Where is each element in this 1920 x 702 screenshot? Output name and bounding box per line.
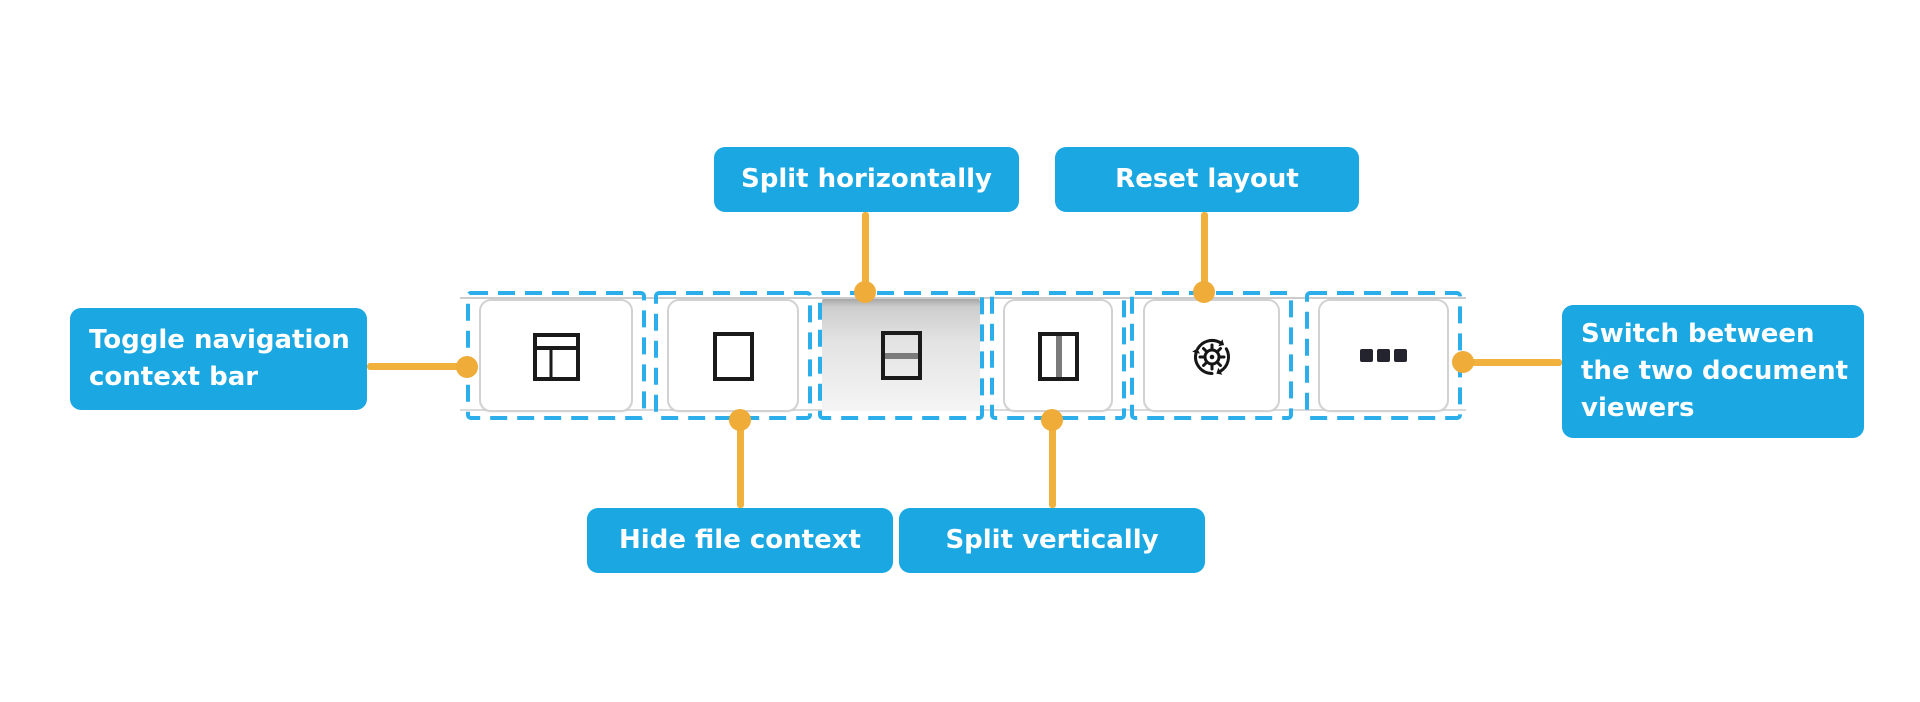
connector-dot-split-horizontal bbox=[854, 281, 876, 303]
reset-layout-icon bbox=[1191, 338, 1230, 375]
connector-line-switch-viewers bbox=[1464, 359, 1562, 366]
connector-line-reset-layout bbox=[1201, 212, 1208, 294]
split-horizontally-button[interactable] bbox=[822, 299, 980, 411]
nav-context-layout-icon bbox=[533, 332, 580, 381]
connector-line-hide-file bbox=[737, 418, 744, 508]
connector-line-split-vertical bbox=[1049, 418, 1056, 508]
connector-dot-reset-layout bbox=[1193, 281, 1215, 303]
dashed-highlight-border bbox=[654, 291, 812, 420]
callout-hide-file-context: Hide file context bbox=[587, 508, 893, 573]
annotation-box-switch-viewers bbox=[1305, 291, 1462, 420]
single-pane-icon bbox=[713, 331, 754, 381]
connector-dot-switch-viewers bbox=[1452, 351, 1474, 373]
ellipsis-icon bbox=[1359, 348, 1407, 362]
callout-text-line: Split vertically bbox=[945, 525, 1159, 555]
callout-split-horizontally: Split horizontally bbox=[714, 147, 1019, 212]
annotation-box-split-vertical bbox=[990, 291, 1126, 420]
callout-reset-layout: Reset layout bbox=[1055, 147, 1359, 212]
annotation-box-hide-file bbox=[654, 291, 812, 420]
connector-dot-toggle-nav bbox=[456, 356, 478, 378]
annotation-box-toggle-nav bbox=[466, 291, 646, 420]
hide-file-context-button[interactable] bbox=[667, 299, 799, 412]
toggle-nav-context-bar-button[interactable] bbox=[479, 299, 633, 412]
callout-text-line: the two document bbox=[1581, 356, 1849, 386]
callout-text-line: viewers bbox=[1581, 393, 1695, 423]
dashed-highlight-border bbox=[1130, 291, 1293, 420]
connector-dot-hide-file bbox=[729, 409, 751, 431]
split-vertical-icon bbox=[1038, 331, 1079, 381]
connector-dot-split-vertical bbox=[1041, 409, 1063, 431]
reset-layout-button[interactable] bbox=[1143, 299, 1280, 412]
connector-line-split-horizontal bbox=[862, 212, 869, 294]
callout-toggle-navigation: Toggle navigation context bar bbox=[70, 308, 367, 410]
dashed-highlight-border bbox=[1305, 291, 1462, 420]
callout-text-line: context bar bbox=[89, 362, 259, 392]
callout-text-line: Hide file context bbox=[619, 525, 861, 555]
switch-document-viewers-button[interactable] bbox=[1318, 299, 1449, 412]
callout-text-line: Switch between bbox=[1581, 319, 1815, 349]
split-horizontal-icon bbox=[881, 331, 922, 380]
callout-split-vertically: Split vertically bbox=[899, 508, 1205, 573]
callout-text-line: Toggle navigation bbox=[89, 325, 350, 355]
dashed-highlight-border bbox=[466, 291, 646, 420]
dashed-highlight-border bbox=[990, 291, 1126, 420]
callout-switch-viewers: Switch between the two document viewers bbox=[1562, 305, 1864, 438]
connector-line-toggle-nav bbox=[367, 363, 467, 370]
split-vertically-button[interactable] bbox=[1003, 299, 1113, 412]
dashed-highlight-border bbox=[818, 291, 984, 420]
callout-text-line: Split horizontally bbox=[741, 164, 992, 194]
callout-text-line: Reset layout bbox=[1115, 164, 1299, 194]
annotation-box-reset-layout bbox=[1130, 291, 1293, 420]
annotation-box-split-horizontal bbox=[818, 291, 984, 420]
